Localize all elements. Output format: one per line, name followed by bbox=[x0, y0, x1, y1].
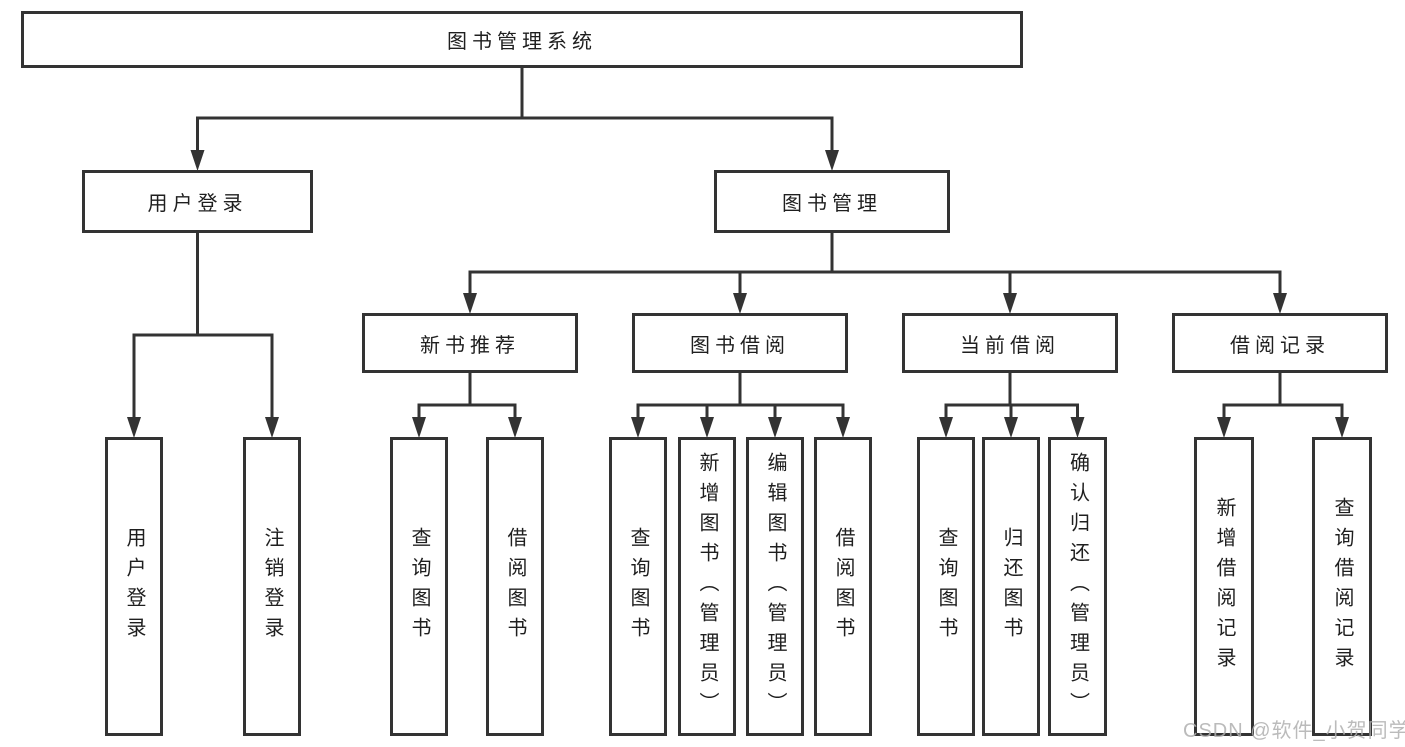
node-label-leaf-query-books-1: 查询图书 bbox=[408, 526, 430, 647]
node-label-leaf-logout: 注销登录 bbox=[261, 526, 283, 647]
node-leaf-add-borrow-record: 新增借阅记录 bbox=[1194, 437, 1254, 736]
node-borrowing-records: 借阅记录 bbox=[1172, 313, 1388, 373]
node-leaf-confirm-return: 确认归还（管理员） bbox=[1048, 437, 1107, 736]
node-root: 图书管理系统 bbox=[21, 11, 1023, 68]
node-leaf-user-login: 用户登录 bbox=[105, 437, 163, 736]
node-label-leaf-add-books: 新增图书（管理员） bbox=[696, 451, 718, 722]
watermark: CSDN @软件_小贺同学 bbox=[1183, 720, 1405, 742]
node-current-borrowing: 当前借阅 bbox=[902, 313, 1118, 373]
node-leaf-query-books-1: 查询图书 bbox=[390, 437, 448, 736]
node-label-leaf-confirm-return: 确认归还（管理员） bbox=[1066, 451, 1089, 722]
node-label-borrowing-records: 借阅记录 bbox=[1230, 334, 1330, 357]
node-label-leaf-query-books-3: 查询图书 bbox=[935, 526, 957, 647]
node-label-book-borrowing: 图书借阅 bbox=[690, 334, 790, 357]
node-book-management: 图书管理 bbox=[714, 170, 950, 233]
node-label-leaf-query-borrow-record: 查询借阅记录 bbox=[1331, 496, 1353, 677]
node-leaf-return-books: 归还图书 bbox=[982, 437, 1040, 736]
node-leaf-query-books-3: 查询图书 bbox=[917, 437, 975, 736]
node-label-user-login: 用户登录 bbox=[147, 193, 248, 215]
node-leaf-edit-books: 编辑图书（管理员） bbox=[746, 437, 804, 736]
node-label-leaf-edit-books: 编辑图书（管理员） bbox=[764, 451, 786, 722]
node-leaf-borrow-books-2: 借阅图书 bbox=[814, 437, 872, 736]
node-label-leaf-return-books: 归还图书 bbox=[1000, 526, 1022, 647]
node-label-leaf-query-books-2: 查询图书 bbox=[627, 526, 649, 647]
node-new-book-recommend: 新书推荐 bbox=[362, 313, 578, 373]
node-leaf-add-books: 新增图书（管理员） bbox=[678, 437, 736, 736]
node-label-new-book-recommend: 新书推荐 bbox=[420, 334, 520, 357]
node-label-current-borrowing: 当前借阅 bbox=[960, 334, 1060, 357]
node-label-leaf-borrow-books-1: 借阅图书 bbox=[504, 526, 526, 647]
node-label-leaf-add-borrow-record: 新增借阅记录 bbox=[1213, 496, 1235, 677]
node-label-root: 图书管理系统 bbox=[447, 31, 597, 53]
node-book-borrowing: 图书借阅 bbox=[632, 313, 848, 373]
node-leaf-borrow-books-1: 借阅图书 bbox=[486, 437, 544, 736]
node-label-leaf-user-login: 用户登录 bbox=[123, 526, 145, 647]
node-label-leaf-borrow-books-2: 借阅图书 bbox=[832, 526, 854, 647]
node-label-book-management: 图书管理 bbox=[782, 193, 882, 215]
node-leaf-query-books-2: 查询图书 bbox=[609, 437, 667, 736]
node-leaf-logout: 注销登录 bbox=[243, 437, 301, 736]
node-user-login: 用户登录 bbox=[82, 170, 313, 233]
node-leaf-query-borrow-record: 查询借阅记录 bbox=[1312, 437, 1372, 736]
